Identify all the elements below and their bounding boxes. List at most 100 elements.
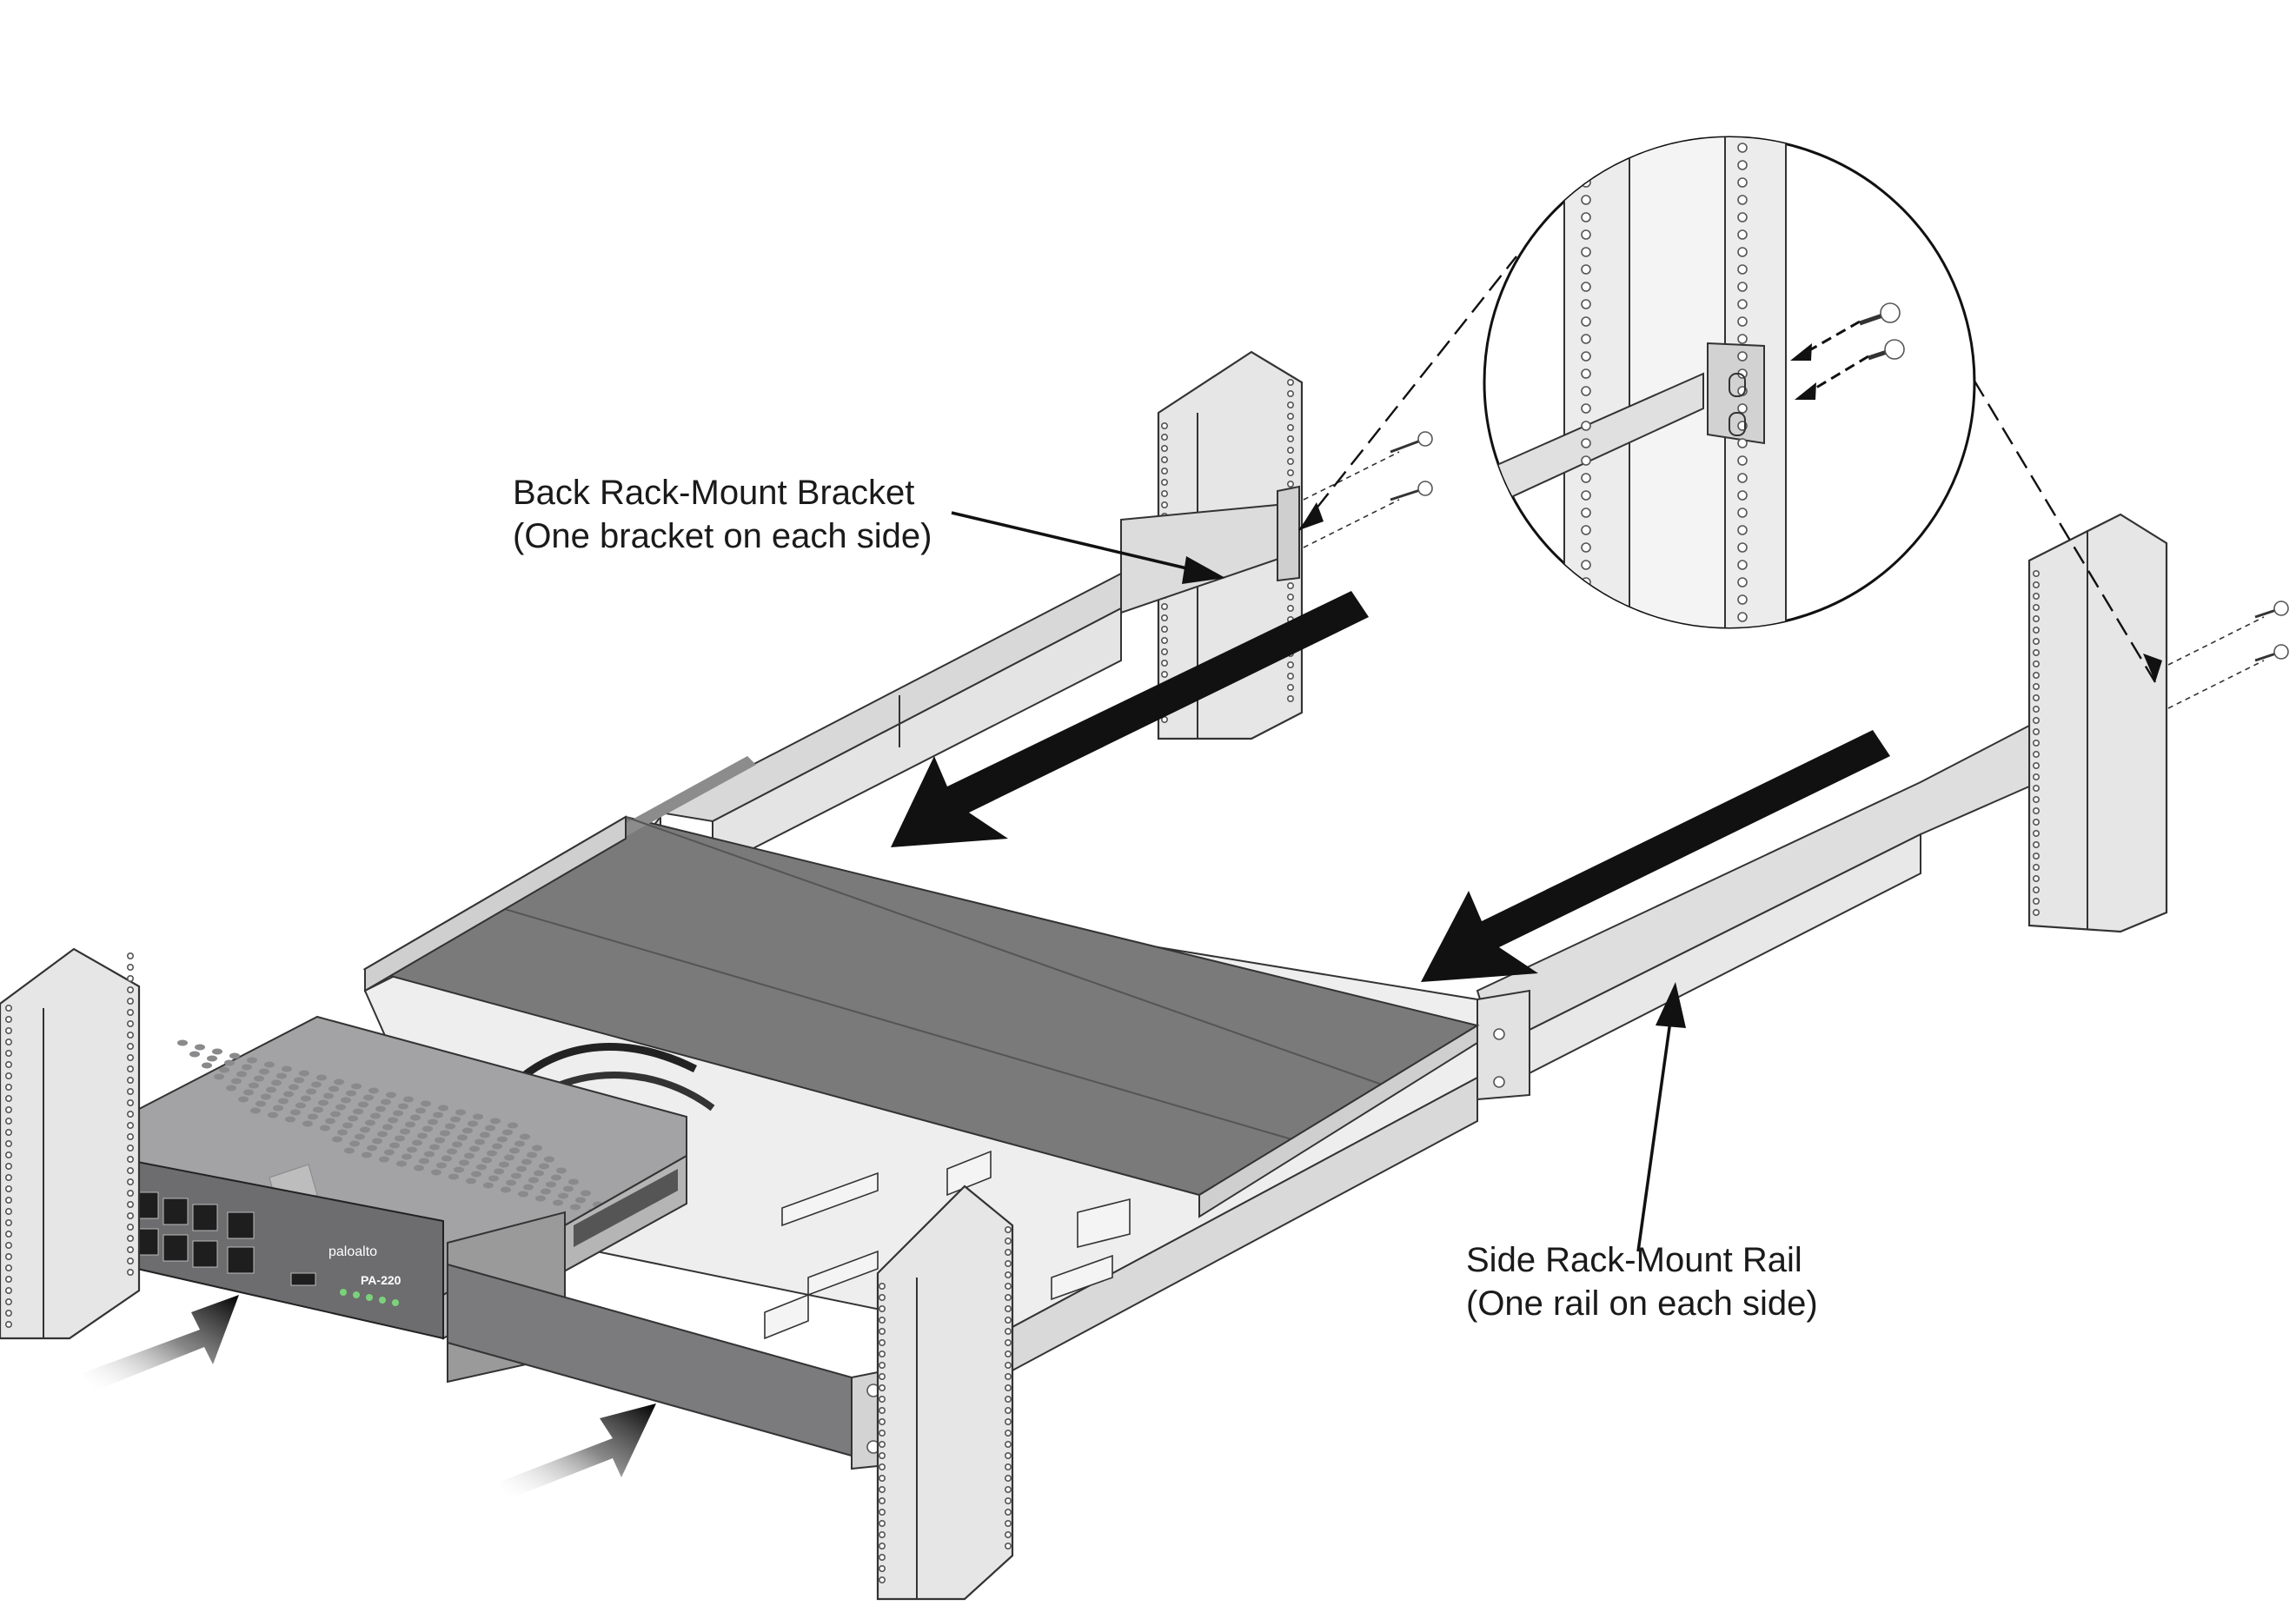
rack-hole: [1287, 694, 1295, 702]
vent-hole: [229, 1052, 240, 1059]
vent-hole: [520, 1133, 530, 1140]
rack-hole: [1005, 1475, 1012, 1483]
rack-hole: [1005, 1430, 1012, 1437]
vent-hole: [266, 1086, 276, 1093]
vent-hole: [379, 1156, 389, 1163]
rack-hole: [2033, 863, 2041, 871]
vent-hole: [438, 1105, 448, 1112]
rack-hole: [2033, 898, 2041, 906]
rack-hole: [127, 1054, 135, 1062]
vent-hole: [294, 1077, 304, 1084]
rack-hole: [1737, 143, 1748, 153]
vent-hole: [462, 1127, 473, 1134]
rack-hole: [127, 1201, 135, 1209]
rack-hole: [1005, 1520, 1012, 1528]
rack-hole: [1287, 423, 1295, 431]
rack-hole: [5, 1151, 13, 1159]
rack-hole: [1582, 630, 1590, 639]
vent-hole: [558, 1192, 568, 1199]
rack-hole: [127, 964, 135, 972]
rack-hole: [5, 1197, 13, 1204]
vent-hole: [299, 1070, 309, 1077]
rack-hole: [127, 952, 135, 960]
vent-hole: [422, 1125, 433, 1132]
vent-hole: [311, 1081, 322, 1088]
mgmt-port: [227, 1246, 255, 1274]
rack-hole: [1581, 264, 1591, 275]
rack-hole: [1005, 1543, 1012, 1550]
rack-hole: [1581, 473, 1591, 483]
ethernet-port: [163, 1198, 189, 1225]
vent-hole: [214, 1073, 224, 1080]
side-rack-mount-rail: [1476, 724, 2030, 1101]
rack-hole: [1005, 1283, 1012, 1291]
rack-hole: [1161, 467, 1169, 474]
rack-hole: [1005, 1249, 1012, 1257]
rack-hole: [1161, 647, 1169, 655]
vent-hole: [226, 1085, 236, 1092]
rack-hole: [2033, 750, 2041, 758]
vent-hole: [483, 1182, 494, 1189]
rack-hole: [1737, 264, 1748, 275]
vent-hole: [421, 1100, 431, 1107]
vent-hole: [254, 1075, 264, 1082]
rack-hole: [1161, 670, 1169, 678]
rack-hole: [878, 1497, 886, 1505]
rack-hole: [1005, 1509, 1012, 1516]
vent-hole: [581, 1190, 591, 1197]
rack-hole: [5, 1185, 13, 1193]
vent-hole: [290, 1109, 301, 1116]
rack-hole: [878, 1452, 886, 1460]
rack-hole: [1737, 247, 1748, 257]
rack-hole: [1161, 659, 1169, 667]
vent-hole: [316, 1074, 327, 1081]
rack-hole: [1581, 316, 1591, 327]
rack-hole: [1581, 195, 1591, 205]
brand-logo: paloalto: [328, 1244, 377, 1259]
screw-icon: [2273, 644, 2289, 660]
rack-hole: [2033, 829, 2041, 837]
rack-hole: [1737, 473, 1748, 483]
vent-hole: [551, 1174, 561, 1181]
vent-hole: [401, 1153, 412, 1160]
rack-hole: [1581, 560, 1591, 570]
vent-hole: [575, 1197, 586, 1204]
vent-hole: [342, 1122, 353, 1129]
vent-hole: [445, 1123, 455, 1130]
rack-hole: [5, 1253, 13, 1261]
rack-hole: [1737, 212, 1748, 222]
rack-hole: [878, 1418, 886, 1426]
rack-hole: [2033, 852, 2041, 859]
rack-hole: [127, 1043, 135, 1051]
vent-hole: [398, 1103, 408, 1110]
rack-hole: [878, 1463, 886, 1471]
rack-hole: [878, 1373, 886, 1381]
mgmt-port: [227, 1211, 255, 1239]
vent-hole: [556, 1167, 567, 1174]
vent-hole: [514, 1140, 525, 1147]
rack-hole: [1737, 160, 1748, 170]
rack-hole: [127, 1212, 135, 1220]
vent-hole: [301, 1095, 311, 1102]
vent-hole: [539, 1163, 549, 1170]
vent-hole: [490, 1118, 501, 1125]
rack-hole: [1005, 1486, 1012, 1494]
vent-hole: [504, 1154, 514, 1161]
rack-post-front-right: [876, 1185, 1014, 1601]
vent-hole: [202, 1062, 212, 1069]
vent-hole: [454, 1166, 464, 1173]
rack-hole: [2033, 818, 2041, 826]
vent-hole: [455, 1109, 466, 1116]
vent-hole: [429, 1144, 440, 1151]
rack-hole: [878, 1554, 886, 1562]
rack-hole: [5, 1005, 13, 1012]
rack-hole: [1287, 446, 1295, 454]
vent-hole: [177, 1039, 188, 1046]
rack-hole: [878, 1543, 886, 1550]
rack-hole: [1005, 1339, 1012, 1347]
vent-hole: [436, 1162, 447, 1169]
pointer-arrowhead: [1299, 502, 1324, 530]
rack-hole: [1581, 143, 1591, 153]
vent-hole: [389, 1142, 400, 1149]
